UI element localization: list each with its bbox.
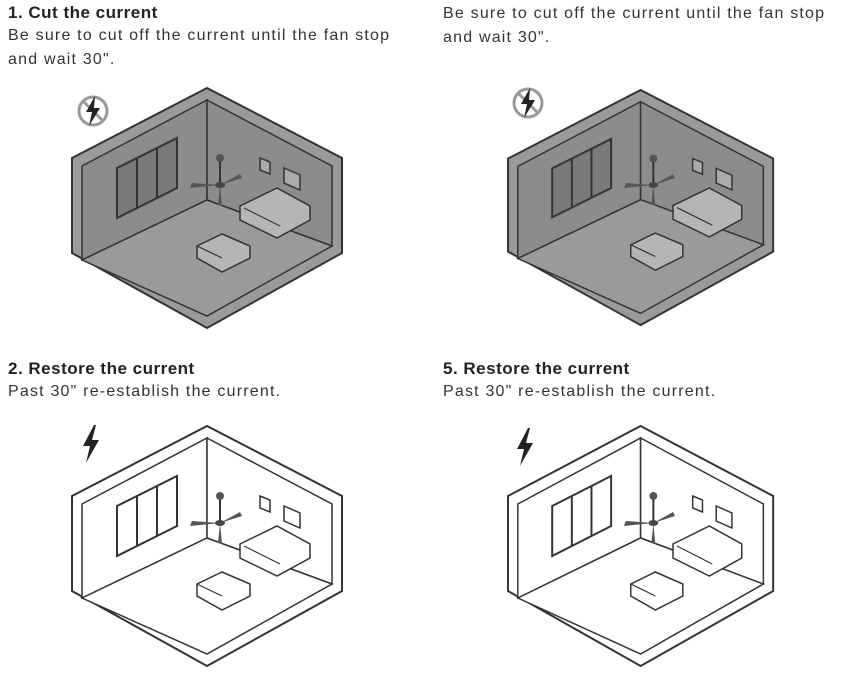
fan-blade [220,174,242,185]
room-illustration-on [507,424,775,668]
wall-frame [259,494,271,514]
fan-blade [623,183,654,188]
fan-mount [649,154,658,163]
room-illustration-off [71,86,343,330]
room-scene [71,86,343,330]
ceiling-fan [623,154,675,206]
fan-blade [220,512,242,523]
fan-blade [651,523,656,544]
step-description-line1: Be sure to cut off the current until the… [443,5,826,22]
coffee-table [196,571,251,611]
coffee-table [196,233,251,273]
window [551,474,613,558]
fan-mount [216,154,224,162]
step-panel-4: 5. Restore the current Past 30" re-estab… [443,358,848,404]
fan-blade [653,174,675,186]
step-panel-3: 2. Restore the current Past 30" re-estab… [8,358,418,404]
table-edge [196,245,223,259]
wall-frame [691,494,704,514]
fan-mount [649,492,658,500]
lightning-icon [517,428,533,466]
wall-picture [283,504,301,530]
room-scene [507,424,775,668]
fan-blade [190,183,220,188]
wall-picture [715,504,733,530]
ceiling-fan [190,154,242,206]
no-power-icon [512,87,544,119]
step-description-line1: Past 30" re-establish the current. [8,383,282,400]
wall-frame [259,156,271,176]
step-title: 2. Restore the current [8,359,195,378]
step-description-line2: and wait 30". [8,51,116,68]
sofa [672,187,743,238]
step-title: 5. Restore the current [443,359,630,378]
sofa-seat [676,207,713,226]
table-edge [630,583,656,597]
step-title: 1. Cut the current [8,3,158,22]
fan-blade [190,521,220,526]
window [116,474,178,558]
fan-mount [216,492,224,500]
step-panel-2: Be sure to cut off the current until the… [443,2,848,50]
fan-blade [651,185,656,206]
coffee-table [630,571,684,611]
lightning-icon [83,425,99,463]
wall-picture [283,166,301,192]
fan-blade [218,523,222,544]
sofa [672,525,743,577]
sofa-seat [243,545,281,565]
coffee-table [630,232,684,272]
sofa [239,187,311,239]
wall-frame [691,157,704,176]
fan-blade [653,512,675,523]
room-illustration-off [507,88,775,327]
step-description-line1: Past 30" re-establish the current. [443,383,717,400]
no-power-icon [77,95,109,127]
fan-blade [218,185,222,206]
table-edge [630,244,656,258]
room-scene [507,88,775,327]
room-illustration-on [71,424,343,668]
window [551,137,613,219]
step-panel-1: 1. Cut the current Be sure to cut off th… [8,2,418,72]
step-description-line2: and wait 30". [443,29,551,46]
sofa-seat [676,545,713,565]
ceiling-fan [190,492,242,544]
room-scene [71,424,343,668]
window [116,136,178,220]
wall-picture [715,167,733,192]
fan-blade [623,521,654,526]
ceiling-fan [623,492,675,544]
sofa [239,525,311,577]
table-edge [196,583,223,597]
sofa-seat [243,207,281,227]
step-description-line1: Be sure to cut off the current until the… [8,27,391,44]
